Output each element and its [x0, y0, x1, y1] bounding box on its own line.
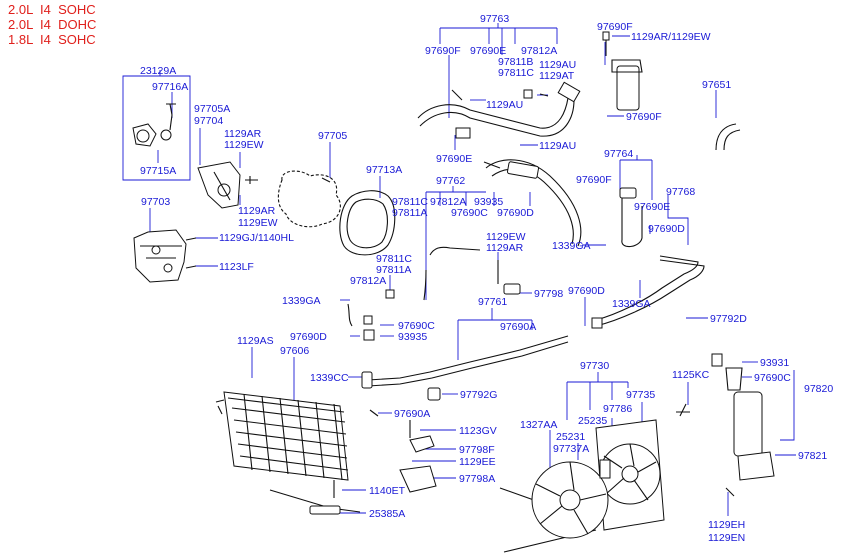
part-label: 97786	[603, 403, 632, 415]
part-label: 97812A	[350, 275, 386, 287]
part-label: 97690C	[754, 372, 791, 384]
part-label: 97811A	[392, 207, 427, 219]
part-label: 97690C	[451, 207, 488, 219]
part-label: 1327AA	[520, 419, 557, 431]
part-label: 1129EH	[708, 519, 745, 531]
part-label: 1129AU	[486, 99, 523, 111]
part-label: 97690F	[626, 111, 662, 123]
part-label: 97690D	[497, 207, 534, 219]
part-label: 1339GA	[552, 240, 591, 252]
part-label: 97705	[318, 130, 347, 142]
part-label: 97690D	[648, 223, 685, 235]
part-label: 97690F	[597, 21, 633, 33]
part-label: 97811C	[498, 67, 534, 79]
engine-variant-3: 1.8L I4 SOHC	[8, 32, 96, 47]
part-label: 1129EW	[224, 139, 264, 151]
part-label: 97704	[194, 115, 223, 127]
part-label: 1339GA	[282, 295, 321, 307]
part-label: 97690F	[576, 174, 612, 186]
part-label: 1339GA	[612, 298, 651, 310]
part-label: 25385A	[369, 508, 405, 520]
part-label: 97792D	[710, 313, 747, 325]
part-label: 97798F	[459, 444, 495, 456]
part-drawings	[132, 31, 775, 553]
part-label: 23129A	[140, 65, 176, 77]
part-label: 97690F	[425, 45, 461, 57]
part-label: 97716A	[152, 81, 188, 93]
part-label: 97703	[141, 196, 170, 208]
part-label: 97811C	[392, 196, 428, 208]
part-label: 1125KC	[672, 369, 710, 381]
part-label: 97763	[480, 13, 509, 25]
part-label: 97821	[798, 450, 827, 462]
part-label: 25235	[578, 415, 607, 427]
engine-variant-2: 2.0L I4 DOHC	[8, 17, 97, 32]
part-label: 97690E	[436, 153, 472, 165]
part-labels: 23129A 97716A 97715A 97705A 97704 1129AR…	[140, 13, 833, 544]
part-label: 97761	[478, 296, 507, 308]
engine-variant-1: 2.0L I4 SOHC	[8, 2, 96, 17]
part-label: 1339CC	[310, 372, 349, 384]
part-label: 1129EE	[459, 456, 496, 468]
part-label: 97690E	[634, 201, 670, 213]
part-label: 1129AT	[539, 70, 575, 82]
leader-lines	[122, 23, 796, 516]
part-label: 1129AR	[238, 205, 276, 217]
part-label: 1129AR	[486, 242, 524, 254]
part-label: 1140ET	[369, 485, 406, 497]
part-label: 97713A	[366, 164, 402, 176]
part-label: 1129AS	[237, 335, 274, 347]
part-label: 97690A	[394, 408, 430, 420]
part-label: 97811B	[498, 56, 533, 68]
part-label: 1129AR/1129EW	[631, 31, 711, 43]
part-label: 97811C	[376, 253, 412, 265]
part-label: 97812A	[430, 196, 466, 208]
part-label: 1129EN	[708, 532, 745, 544]
part-label: 97715A	[140, 165, 176, 177]
part-label: 97792G	[460, 389, 497, 401]
part-label: 97690D	[568, 285, 605, 297]
part-label: 97730	[580, 360, 609, 372]
part-label: 25231	[556, 431, 585, 443]
part-label: 97705A	[194, 103, 230, 115]
part-label: 1129EW	[486, 231, 526, 243]
part-label: 97798A	[459, 473, 495, 485]
part-label: 93931	[760, 357, 789, 369]
part-label: 97690D	[290, 331, 327, 343]
part-label: 97690E	[470, 45, 506, 57]
part-label: 97811A	[376, 264, 411, 276]
part-label: 1123GV	[459, 425, 497, 437]
part-label: 97762	[436, 175, 465, 187]
part-label: 97606	[280, 345, 309, 357]
part-label: 97768	[666, 186, 695, 198]
part-label: 93935	[474, 196, 503, 208]
part-label: 1123LF	[219, 261, 254, 273]
part-label: 1129AU	[539, 140, 576, 152]
part-label: 93935	[398, 331, 427, 343]
part-label: 97690C	[398, 320, 435, 332]
part-label: 97735	[626, 389, 655, 401]
part-label: 97690A	[500, 321, 536, 333]
part-label: 97812A	[521, 45, 557, 57]
part-label: 1129EW	[238, 217, 278, 229]
part-label: 97764	[604, 148, 633, 160]
part-label: 97651	[702, 79, 731, 91]
part-label: 1129AU	[539, 59, 576, 71]
part-label: 97798	[534, 288, 563, 300]
part-label: 97737A	[553, 443, 589, 455]
part-label: 1129AR	[224, 128, 262, 140]
part-label: 97820	[804, 383, 833, 395]
part-label: 1129GJ/1140HL	[219, 232, 294, 244]
